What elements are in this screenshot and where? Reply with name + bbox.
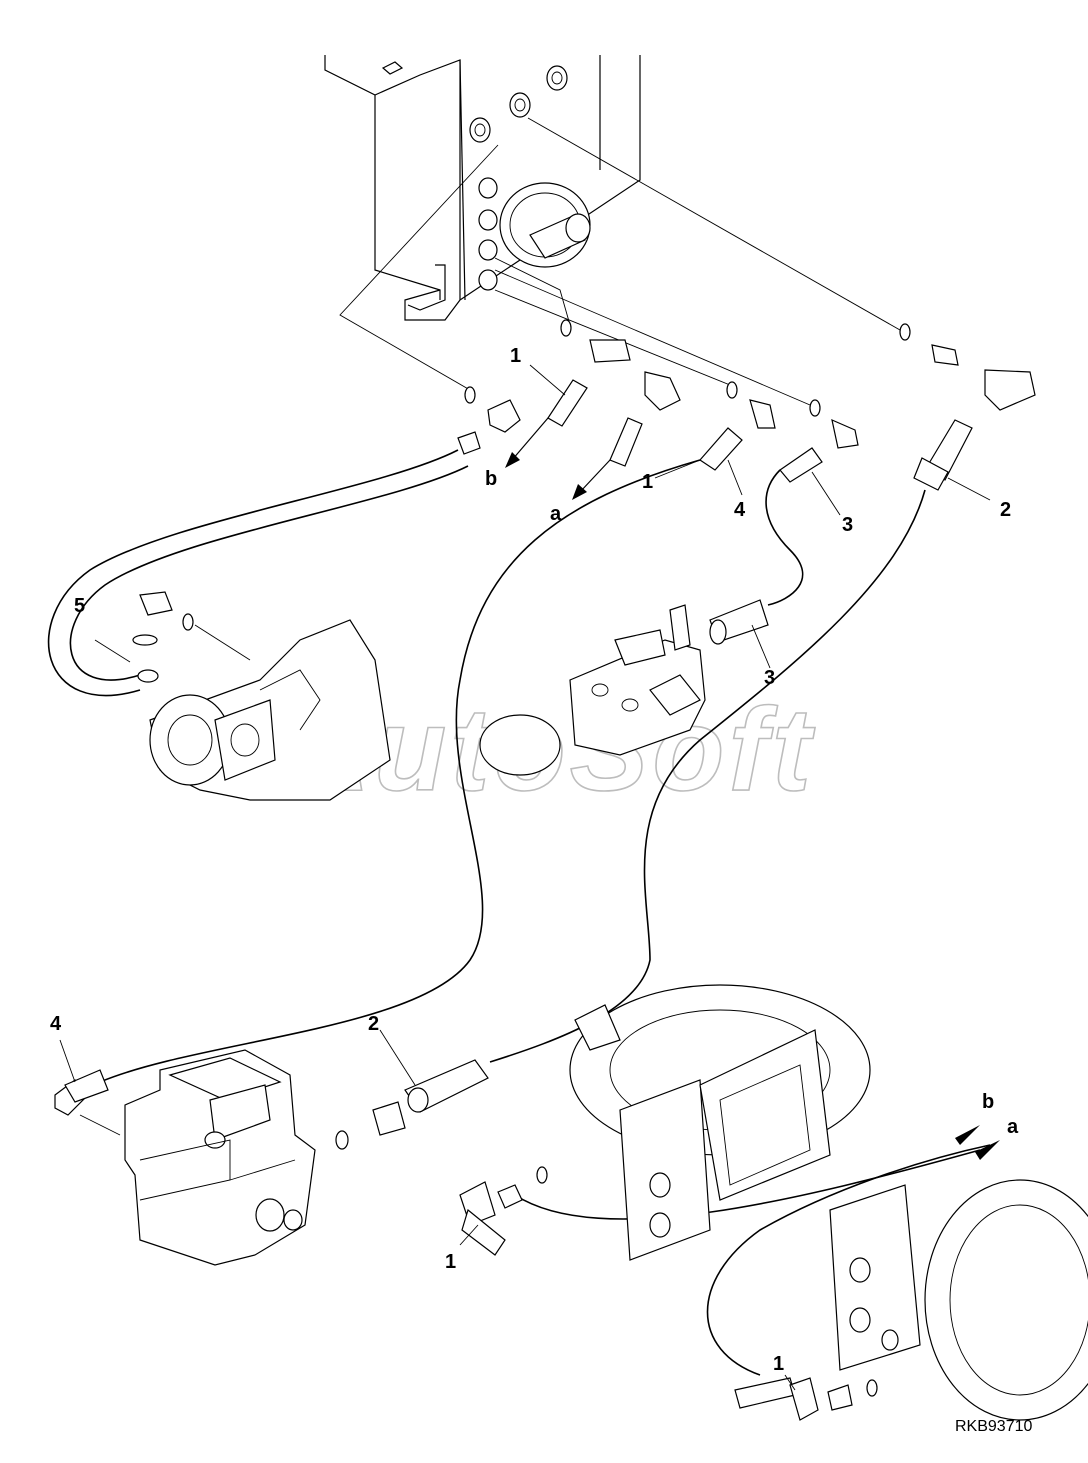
drawing-code: RKB93710 — [955, 1418, 1032, 1435]
tank-leader-lines — [339, 117, 901, 406]
hoses — [47, 449, 991, 1376]
lower-left-pump — [54, 1049, 489, 1266]
callout-5: 5 — [74, 595, 85, 617]
main-pump — [132, 591, 391, 801]
travel-motor-center — [459, 984, 871, 1261]
callout-1-lower: 1 — [445, 1251, 456, 1273]
lower-flow-arrows — [955, 1125, 1000, 1160]
callout-2-lower: 2 — [368, 1013, 379, 1035]
callout-1-top: 1 — [510, 345, 521, 367]
callout-b-lower: b — [982, 1091, 994, 1113]
callout-a-upper: a — [550, 503, 562, 525]
callout-3-mid: 3 — [764, 667, 775, 689]
callout-4-lower: 4 — [50, 1013, 62, 1035]
callout-1-bottom: 1 — [773, 1353, 784, 1375]
hydraulic-tank-block — [324, 55, 641, 321]
callout-a-lower: a — [1007, 1116, 1019, 1138]
control-valve — [479, 599, 769, 776]
callout-leaders — [59, 364, 991, 1391]
hose-ends-upper — [547, 379, 973, 491]
callout-2-upper: 2 — [1000, 499, 1011, 521]
upper-flow-arrows — [505, 417, 611, 500]
callout-3-upper: 3 — [842, 514, 853, 536]
callout-b-upper: b — [485, 468, 497, 490]
callout-1-mid: 1 — [642, 471, 653, 493]
tank-fittings — [457, 319, 1036, 455]
travel-motor-right — [734, 1179, 1088, 1421]
callout-4-upper: 4 — [734, 499, 746, 521]
